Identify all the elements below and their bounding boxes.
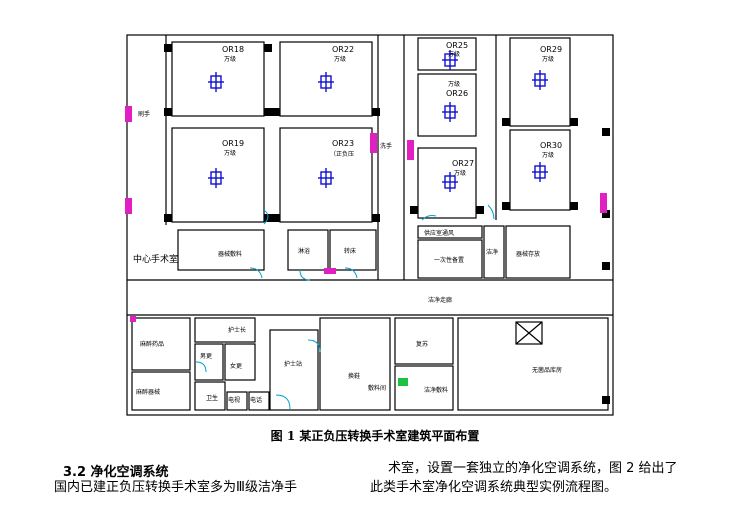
handwash-marker: [407, 140, 414, 160]
or-code: OR22: [332, 45, 354, 54]
or-equipment-icons: [208, 50, 548, 192]
label-supply: 供应室通风: [424, 229, 454, 237]
label-clean-store: 洁净敷料: [424, 386, 448, 394]
or-code: OR30: [540, 141, 562, 150]
label-dressing: 敷料间: [368, 384, 386, 392]
or26-room: [417, 73, 477, 137]
or-code: OR23: [332, 139, 354, 148]
handwash-marker: [324, 268, 336, 274]
or-type: 万级: [448, 50, 460, 58]
label-handwash-small: 洗手: [380, 142, 392, 150]
label-secondary: 一次性备置: [434, 256, 464, 264]
label-recovery: 复苏: [416, 340, 428, 348]
or27-room: [417, 147, 477, 219]
label-nurse-station: 护士长: [228, 326, 246, 334]
label-anesthesia: 麻醉器械: [136, 388, 160, 396]
or-type: 万级: [224, 55, 236, 63]
label-sterile: 器械敷料: [218, 250, 242, 258]
handwash-marker: [125, 106, 132, 122]
label-cleaning: 洁净: [486, 248, 498, 256]
or-type: （正负压: [330, 150, 354, 158]
outer-wall: [126, 34, 614, 416]
or-type: 万级: [542, 151, 554, 159]
label-transfer: 转床: [344, 247, 356, 255]
label-corridor: 洁净走廊: [428, 296, 452, 304]
handwash-marker: [600, 193, 607, 213]
or-code: OR18: [222, 45, 244, 54]
or-type: 万级: [334, 55, 346, 63]
paragraph-right-line2: 此类手术室净化空调系统典型实例流程图。: [370, 480, 618, 495]
label-equipment: 器械存放: [516, 250, 540, 258]
or-code: OR26: [446, 89, 468, 98]
floor-plan: OR18 万级 OR22 万级 OR19 万级 OR23 （正负压 OR25 万…: [125, 34, 614, 416]
label-drug: 麻醉药品: [140, 340, 164, 348]
or29-room: [509, 37, 571, 127]
figure-caption: 图 1 某正负压转换手术室建筑平面布置: [270, 429, 480, 443]
label-phone: 电话: [250, 396, 262, 404]
label-toilet: 卫生: [206, 394, 218, 402]
or-code: OR19: [222, 139, 244, 148]
or18-room: [171, 41, 265, 117]
or-type: 万级: [454, 169, 466, 177]
handwash-marker: [125, 198, 132, 214]
label-tv: 电视: [228, 396, 240, 404]
or23-room: [279, 127, 373, 223]
paragraph-right-line1: 术室，设置一套独立的净化空调系统，图 2 给出了: [388, 461, 678, 476]
section-title: 3.2 净化空调系统: [63, 465, 169, 480]
or-code: OR27: [452, 159, 474, 168]
or30-room: [509, 129, 571, 211]
handwash-marker: [130, 316, 136, 322]
or22-room: [279, 41, 373, 117]
label-handwash: 刷手: [138, 110, 150, 118]
or-code: OR25: [446, 41, 468, 50]
label-other: 无菌品库房: [532, 366, 562, 374]
or-code: OR29: [540, 45, 562, 54]
or-type: 万级: [448, 80, 460, 88]
label-nurse-office: 护士站: [284, 360, 302, 368]
paragraph-left: 国内已建正负压转换手术室多为Ⅲ级洁净手: [54, 480, 297, 495]
or-type: 万级: [542, 55, 554, 63]
label-shower: 淋浴: [298, 247, 310, 255]
or25-room: [417, 37, 477, 71]
label-staff-female: 女更: [230, 362, 242, 370]
handwash-marker: [370, 133, 377, 153]
label-staff-male: 男更: [200, 353, 212, 360]
label-center-room: 中心手术室: [133, 253, 178, 265]
or19-room: [171, 127, 265, 223]
or-type: 万级: [224, 149, 236, 157]
label-lobby: 换鞋: [348, 372, 360, 380]
